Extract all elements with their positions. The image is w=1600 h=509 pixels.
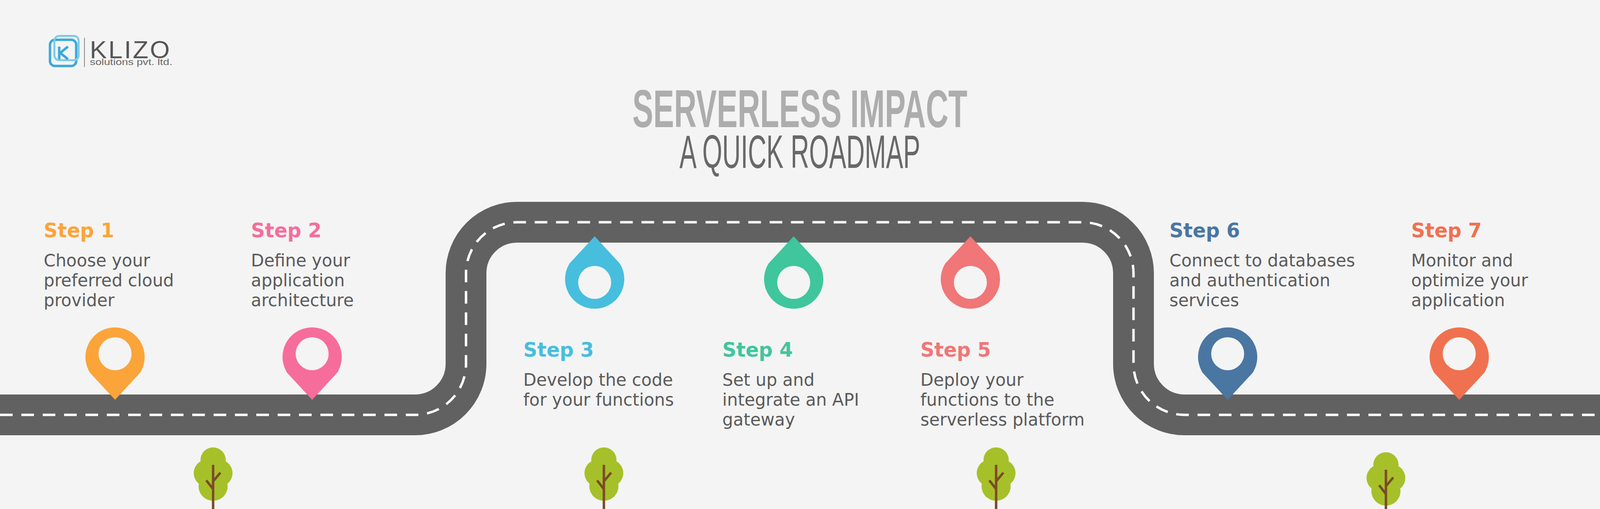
step-description: Set up and integrate an API gateway xyxy=(722,370,873,431)
step-description: Deploy your functions to the serverless … xyxy=(920,370,1096,431)
pin-shape xyxy=(940,236,1000,309)
location-pin xyxy=(764,236,824,309)
step-description: Choose your preferred cloud provider xyxy=(43,250,195,311)
step-description: Monitor and optimize your application xyxy=(1411,250,1548,311)
pin-shape xyxy=(282,327,342,400)
location-pin xyxy=(85,327,145,400)
pin-shape xyxy=(764,236,824,309)
step-heading: Step 3 xyxy=(523,338,689,362)
subtitle-text: A QUICK ROADMAP xyxy=(679,128,921,176)
step-description: Develop the code for your functions xyxy=(523,370,689,411)
roadmap-step: Step 4 Set up and integrate an API gatewa… xyxy=(722,338,873,431)
location-pin xyxy=(940,236,1000,309)
tree-trunk xyxy=(597,465,612,509)
logo-icon xyxy=(50,35,85,67)
pin-hole xyxy=(578,266,612,300)
tree-trunk xyxy=(206,465,221,509)
pin-hole xyxy=(98,337,132,371)
tree xyxy=(193,447,233,509)
pin-hole xyxy=(953,266,987,300)
pin-shape xyxy=(85,327,145,400)
pin-hole xyxy=(1211,337,1245,371)
tree xyxy=(976,447,1016,509)
location-pin xyxy=(282,327,342,400)
roadmap-step: Step 2 Define your application architectu… xyxy=(250,218,378,311)
roadmap-step: Step 7 Monitor and optimize your applicat… xyxy=(1411,218,1548,311)
pin-hole xyxy=(295,337,329,371)
tree xyxy=(1366,452,1406,509)
pin-shape xyxy=(565,236,625,309)
logo-separator xyxy=(83,37,85,67)
location-pin xyxy=(1429,327,1489,400)
title-text: SERVERLESS IMPACT xyxy=(632,82,968,136)
pin-shape xyxy=(1429,327,1489,400)
step-heading: Step 1 xyxy=(43,218,195,243)
pin-shape xyxy=(1198,327,1258,400)
roadmap-step: Step 3 Develop the code for your function… xyxy=(523,338,689,411)
step-heading: Step 6 xyxy=(1169,218,1374,243)
roadmap-step: Step 5 Deploy your functions to the serve… xyxy=(920,338,1096,431)
location-pin xyxy=(565,236,625,309)
pin-hole xyxy=(1442,337,1476,371)
step-description: Define your application architecture xyxy=(250,250,378,311)
logo-frame xyxy=(54,35,79,61)
logo-glyph xyxy=(60,46,68,53)
tree-trunk xyxy=(1379,469,1394,509)
pin-hole xyxy=(777,266,811,300)
logo-glyph xyxy=(60,52,68,60)
tree-trunk xyxy=(989,465,1004,509)
logo-glyph xyxy=(58,46,61,60)
step-heading: Step 2 xyxy=(250,218,378,243)
tree xyxy=(584,447,624,509)
step-heading: Step 4 xyxy=(722,338,873,362)
location-pin xyxy=(1198,327,1258,400)
roadmap-step: Step 6 Connect to databases and authentic… xyxy=(1169,218,1374,311)
roadmap-step: Step 1 Choose your preferred cloud provid… xyxy=(43,218,195,311)
brand-tagline: solutions pvt. ltd. xyxy=(89,57,173,67)
step-heading: Step 7 xyxy=(1411,218,1548,243)
step-description: Connect to databases and authentication … xyxy=(1169,250,1374,311)
step-heading: Step 5 xyxy=(920,338,1096,362)
